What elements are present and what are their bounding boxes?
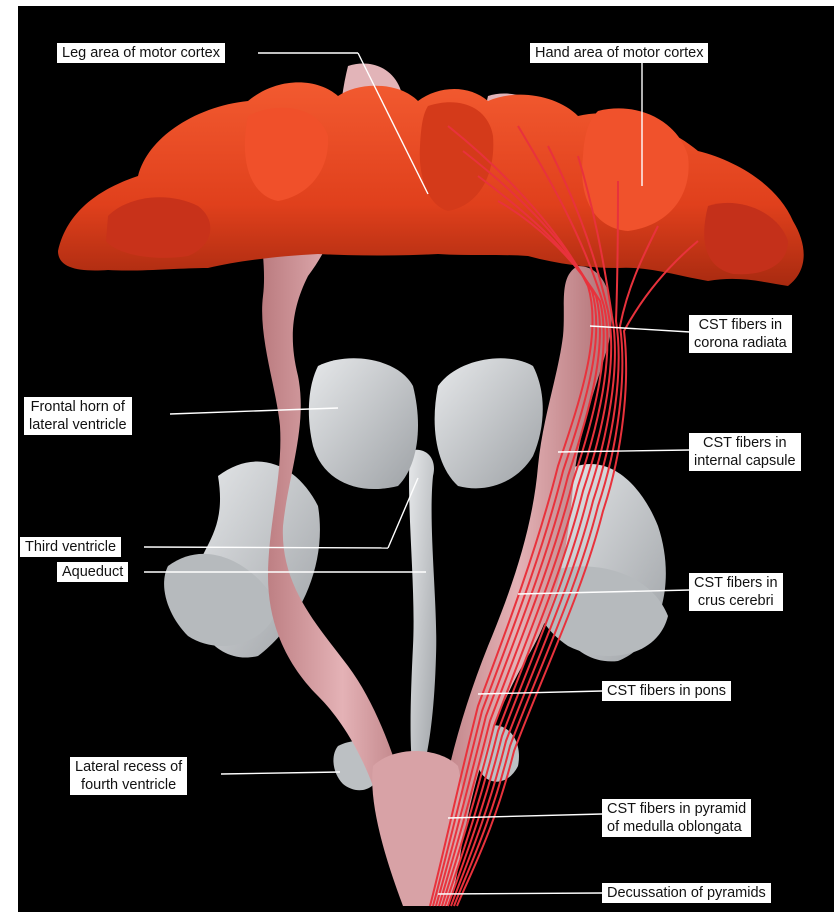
label-aqueduct: Aqueduct bbox=[57, 562, 128, 582]
label-cst-pyramid: CST fibers in pyramid of medulla oblonga… bbox=[602, 799, 751, 837]
third-ventricle-shape bbox=[409, 450, 436, 786]
label-cst-corona-line2: corona radiata bbox=[694, 334, 787, 352]
label-frontal-horn-line1: Frontal horn of bbox=[29, 398, 127, 416]
label-cst-internal-line2: internal capsule bbox=[694, 452, 796, 470]
label-third-ventricle: Third ventricle bbox=[20, 537, 121, 557]
label-frontal-horn-line2: lateral ventricle bbox=[29, 416, 127, 434]
label-decussation: Decussation of pyramids bbox=[602, 883, 771, 903]
label-cst-pyramid-line2: of medulla oblongata bbox=[607, 818, 746, 836]
motor-cortex-shape bbox=[58, 82, 804, 286]
label-lateral-recess-line1: Lateral recess of bbox=[75, 758, 182, 776]
label-cst-pyramid-line1: CST fibers in pyramid bbox=[607, 800, 746, 818]
label-cst-crus-line2: crus cerebri bbox=[694, 592, 778, 610]
label-cst-internal-capsule: CST fibers in internal capsule bbox=[689, 433, 801, 471]
label-cst-corona-line1: CST fibers in bbox=[694, 316, 787, 334]
label-cst-crus-line1: CST fibers in bbox=[694, 574, 778, 592]
label-frontal-horn: Frontal horn of lateral ventricle bbox=[24, 397, 132, 435]
brain-diagram: Leg area of motor cortex Hand area of mo… bbox=[18, 6, 834, 912]
label-cst-crus-cerebri: CST fibers in crus cerebri bbox=[689, 573, 783, 611]
label-leg-area: Leg area of motor cortex bbox=[57, 43, 225, 63]
label-lateral-recess: Lateral recess of fourth ventricle bbox=[70, 757, 187, 795]
label-cst-pons: CST fibers in pons bbox=[602, 681, 731, 701]
frontal-horn-left-shape bbox=[309, 358, 418, 489]
frontal-horn-right-shape bbox=[435, 358, 543, 488]
label-lateral-recess-line2: fourth ventricle bbox=[75, 776, 182, 794]
label-cst-corona-radiata: CST fibers in corona radiata bbox=[689, 315, 792, 353]
label-cst-internal-line1: CST fibers in bbox=[694, 434, 796, 452]
label-hand-area: Hand area of motor cortex bbox=[530, 43, 708, 63]
